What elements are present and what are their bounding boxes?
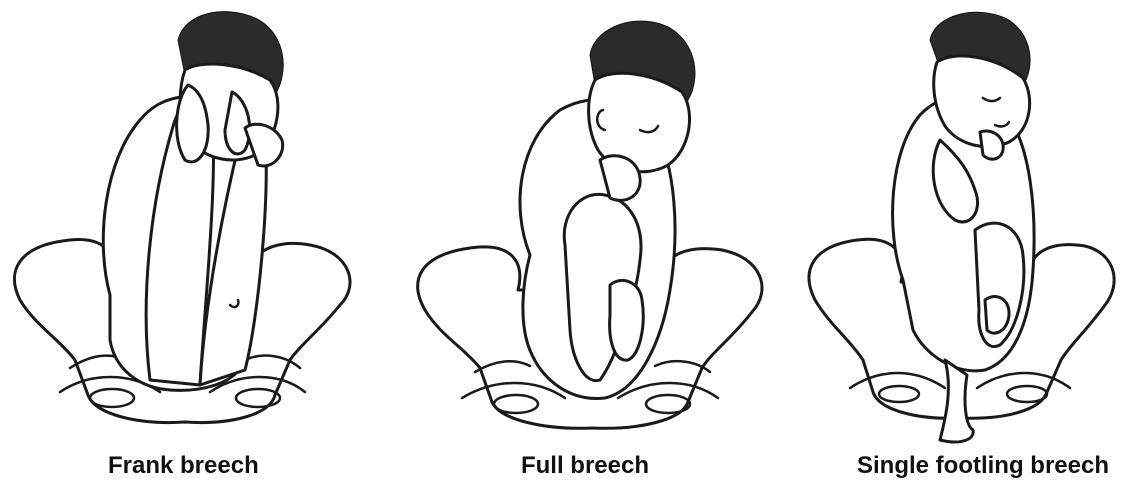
single-footling-breech-caption: Single footling breech [848, 452, 1118, 480]
full-breech-caption: Full breech [520, 452, 650, 480]
single-footling-breech-panel [795, 0, 1122, 445]
full-breech-illustration [400, 0, 780, 440]
frank-breech-caption: Frank breech [108, 452, 258, 480]
frank-breech-panel [0, 0, 370, 440]
full-breech-panel [400, 0, 780, 440]
frank-breech-illustration [0, 0, 370, 440]
single-footling-breech-illustration [795, 0, 1122, 445]
